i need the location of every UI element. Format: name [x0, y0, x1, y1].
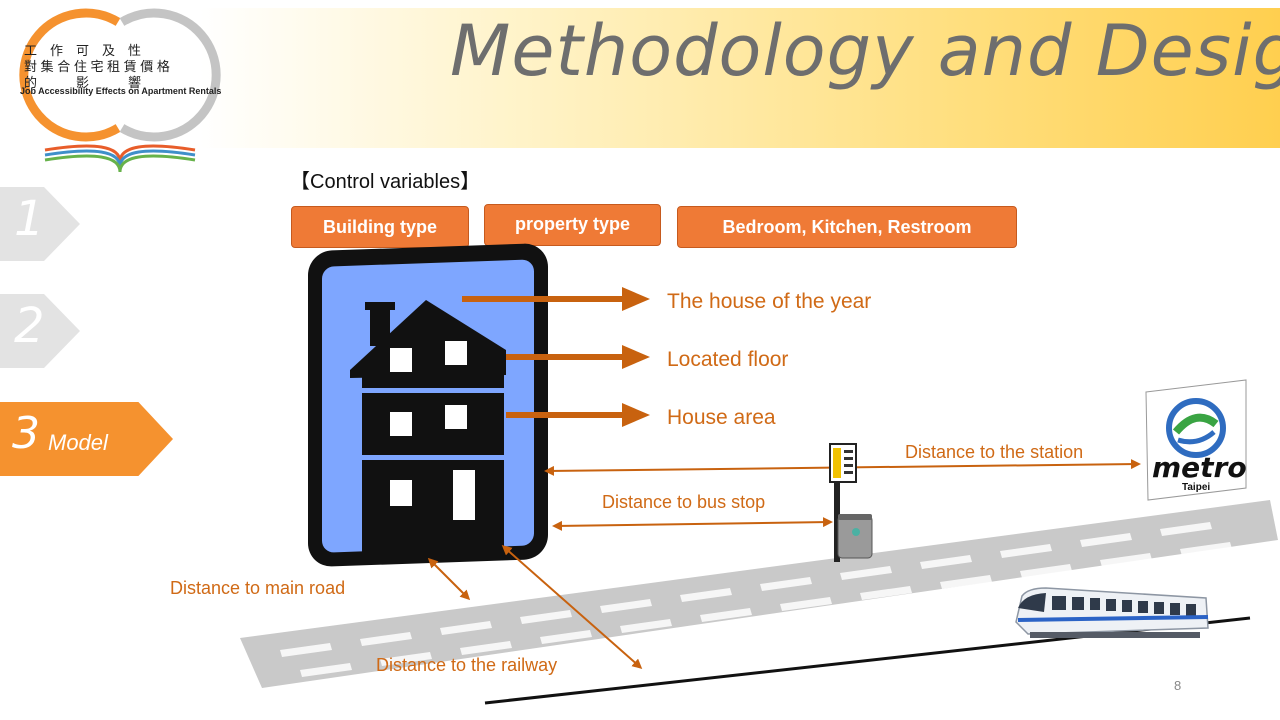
label-distance-railway: Distance to the railway: [376, 655, 558, 675]
arrow-head-floor: [622, 345, 650, 369]
label-distance-main-road: Distance to main road: [170, 578, 346, 598]
nav-step-3-number: 3: [12, 408, 40, 459]
label-house-area: House area: [667, 406, 776, 429]
control-property-type-text: property type: [514, 214, 631, 234]
title-banner: [200, 8, 1280, 148]
arrow-distance-main-road: [427, 557, 471, 601]
label-distance-station: Distance to the station: [905, 442, 1084, 462]
label-house-year: The house of the year: [667, 290, 872, 313]
metro-word: metro: [1152, 451, 1247, 484]
label-distance-bus-stop: Distance to bus stop: [602, 492, 766, 512]
metro-city: Taipei: [1182, 482, 1210, 493]
control-variables-heading: 【Control variables】: [290, 171, 481, 193]
control-property-type: property type: [484, 204, 661, 246]
building-icon: [308, 243, 548, 567]
logo-english-text: Job Accessibility Effects on Apartment R…: [20, 86, 222, 96]
control-building-type: Building type: [291, 206, 469, 248]
label-located-floor: Located floor: [667, 348, 789, 371]
train-icon: [1015, 587, 1209, 638]
nav-step-3-active[interactable]: 3 Model: [0, 402, 173, 476]
nav-step-1-number: 1: [14, 191, 45, 247]
control-rooms: Bedroom, Kitchen, Restroom: [677, 206, 1017, 248]
metro-logo-icon: metro Taipei: [1145, 379, 1247, 501]
page-title: Methodology and Design: [450, 10, 1280, 92]
logo-text-line1: 工 作 可 及 性: [24, 43, 142, 58]
nav-step-2-number: 2: [14, 298, 45, 354]
logo-rings-icon: [19, 8, 221, 173]
arrow-distance-bus: [552, 517, 833, 531]
logo-text-line2: 對 集 合 住 宅 租 賃 價 格: [24, 59, 170, 74]
page-number: 8: [1174, 678, 1182, 693]
arrow-distance-railway: [501, 545, 643, 669]
arrow-head-area: [622, 403, 650, 427]
bus-stop-icon: [829, 443, 873, 562]
arrow-head-house-year: [622, 287, 650, 311]
project-logo: 工 作 可 及 性 對 集 合 住 宅 租 賃 價 格 的 影 響 Job Ac…: [0, 0, 245, 180]
nav-step-3-label: Model: [48, 430, 108, 455]
nav-step-1[interactable]: 1: [0, 187, 80, 261]
road-icon: [240, 500, 1278, 688]
logo-text-line3: 的 影 響: [24, 75, 142, 90]
